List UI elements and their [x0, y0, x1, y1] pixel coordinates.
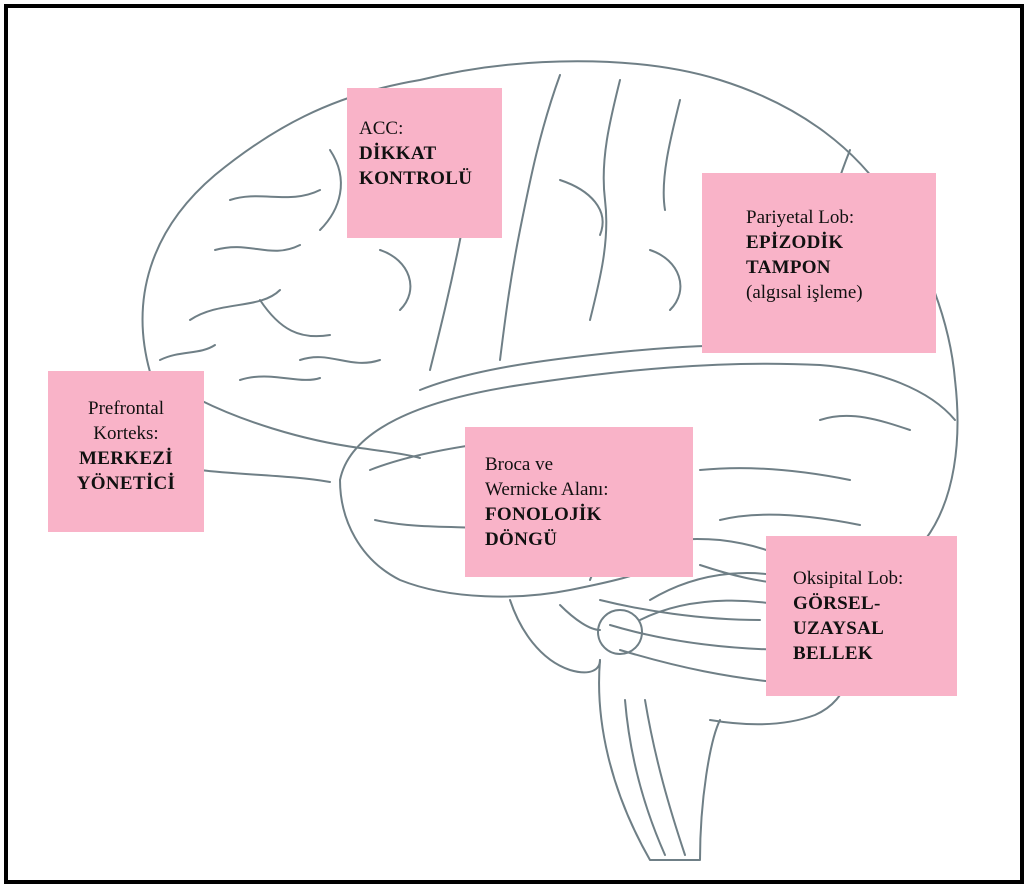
broca-region-line2: Wernicke Alanı:	[485, 477, 693, 502]
acc-region-text: ACC:	[359, 116, 502, 141]
prefrontal-region-line1: Prefrontal	[48, 396, 204, 421]
broca-label-box: Broca ve Wernicke Alanı: FONOLOJİK DÖNGÜ	[465, 427, 693, 577]
occipital-function-line1: GÖRSEL-	[793, 591, 957, 616]
prefrontal-region-line2: Korteks:	[48, 421, 204, 446]
acc-function-line2: KONTROLÜ	[359, 166, 502, 191]
prefrontal-label-box: Prefrontal Korteks: MERKEZİ YÖNETİCİ	[48, 371, 204, 532]
acc-label-box: ACC: DİKKAT KONTROLÜ	[347, 88, 502, 238]
parietal-region-text: Pariyetal Lob:	[746, 205, 936, 230]
broca-function-line1: FONOLOJİK	[485, 502, 693, 527]
frontal-underside	[200, 400, 420, 458]
occipital-label-box: Oksipital Lob: GÖRSEL- UZAYSAL BELLEK	[766, 536, 957, 696]
broca-region-line1: Broca ve	[485, 452, 693, 477]
parietal-function-line1: EPİZODİK	[746, 230, 936, 255]
occipital-region-text: Oksipital Lob:	[793, 566, 957, 591]
parietal-function-line2: TAMPON	[746, 255, 936, 280]
parietal-label-box: Pariyetal Lob: EPİZODİK TAMPON (algısal …	[702, 173, 936, 353]
prefrontal-function-line2: YÖNETİCİ	[48, 471, 204, 496]
occipital-function-line3: BELLEK	[793, 641, 957, 666]
brainstem-outline	[599, 660, 720, 860]
prefrontal-function-line1: MERKEZİ	[48, 446, 204, 471]
acc-function-line1: DİKKAT	[359, 141, 502, 166]
parietal-note: (algısal işleme)	[746, 280, 936, 305]
broca-function-line2: DÖNGÜ	[485, 527, 693, 552]
occipital-function-line2: UZAYSAL	[793, 616, 957, 641]
